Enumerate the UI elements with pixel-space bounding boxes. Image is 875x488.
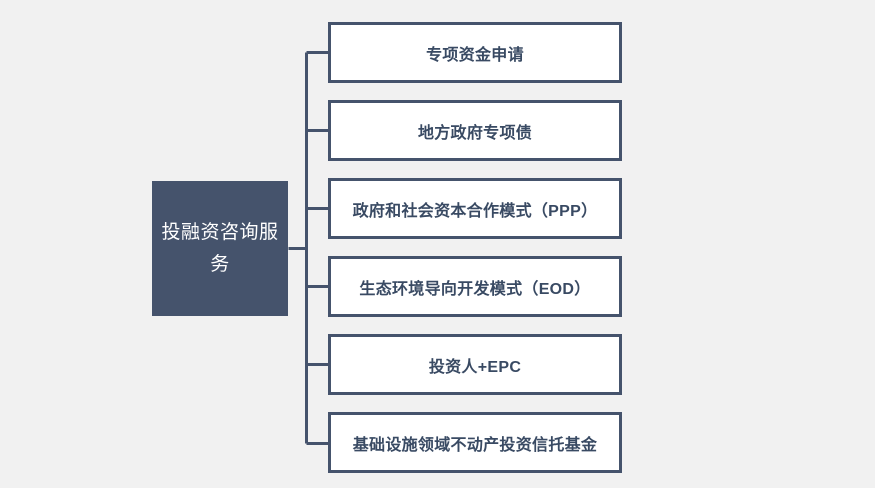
leaf-node-label: 基础设施领域不动产投资信托基金: [352, 436, 598, 454]
leaf-node-label: 政府和社会资本合作模式（PPP）: [352, 202, 598, 220]
root-node-label: 投融资咨询服务: [161, 221, 279, 275]
leaf-node-ppp[interactable]: 政府和社会资本合作模式（PPP）: [328, 178, 622, 239]
leaf-node-infrastructure-reits[interactable]: 基础设施领域不动产投资信托基金: [328, 412, 622, 473]
root-node[interactable]: 投融资咨询服务: [152, 181, 288, 316]
leaf-node-label: 地方政府专项债: [417, 124, 533, 142]
leaf-node-label: 投资人+EPC: [428, 358, 522, 376]
leaf-node-eod[interactable]: 生态环境导向开发模式（EOD）: [328, 256, 622, 317]
leaf-node-investor-plus-epc[interactable]: 投资人+EPC: [328, 334, 622, 395]
leaf-node-label: 专项资金申请: [426, 46, 524, 64]
leaf-node-label: 生态环境导向开发模式（EOD）: [359, 280, 591, 298]
leaf-node-special-funding-application[interactable]: 专项资金申请: [328, 22, 622, 83]
leaf-node-local-government-special-bond[interactable]: 地方政府专项债: [328, 100, 622, 161]
